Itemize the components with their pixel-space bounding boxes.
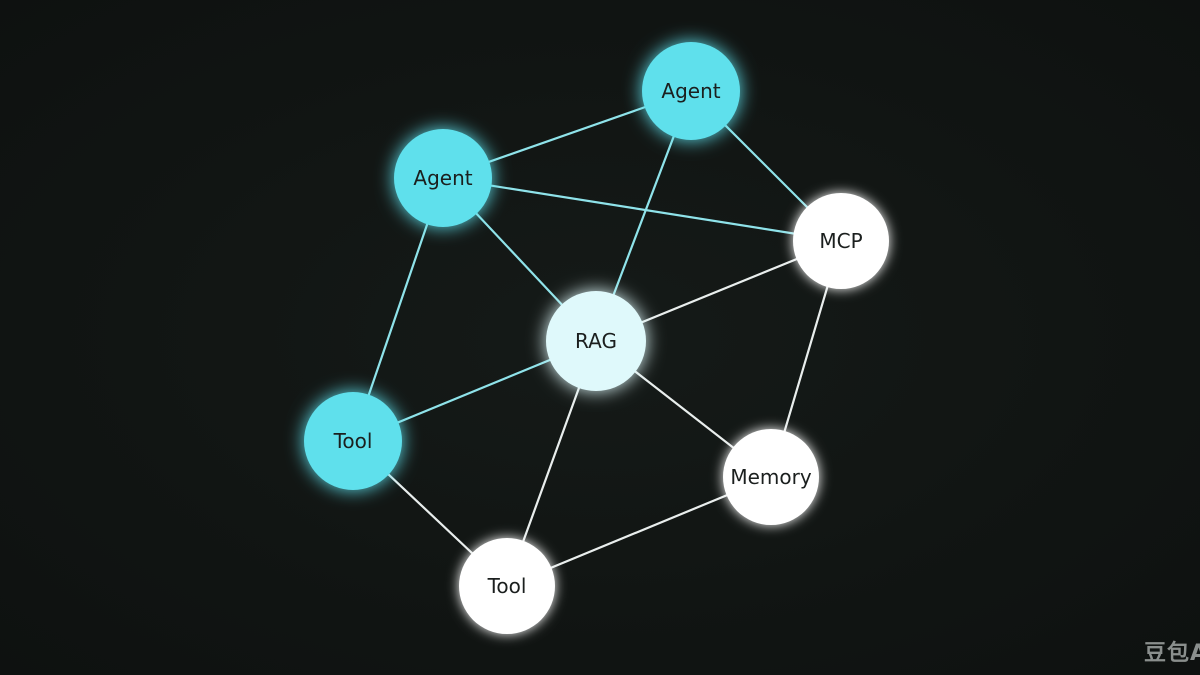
node-label: Tool <box>487 574 527 598</box>
node-label: Memory <box>730 465 812 489</box>
edge-agent-left-mcp <box>441 176 843 243</box>
node-label: Agent <box>413 166 472 190</box>
node-circle <box>642 42 740 140</box>
node-circle <box>394 129 492 227</box>
watermark-logo: 豆包AI <box>1144 641 1200 665</box>
node-memory[interactable]: Memory <box>723 429 819 525</box>
node-mcp[interactable]: MCP <box>793 193 889 289</box>
node-tool-left[interactable]: Tool <box>304 392 402 490</box>
node-agent-left[interactable]: Agent <box>394 129 492 227</box>
node-agent-top[interactable]: Agent <box>642 42 740 140</box>
node-circle <box>793 193 889 289</box>
node-rag[interactable]: RAG <box>546 291 646 391</box>
node-circle <box>304 392 402 490</box>
node-tool-bottom[interactable]: Tool <box>459 538 555 634</box>
node-label: RAG <box>575 329 617 353</box>
node-circle <box>723 429 819 525</box>
node-label: Agent <box>661 79 720 103</box>
node-circle <box>546 291 646 391</box>
node-label: MCP <box>819 229 862 253</box>
node-label: Tool <box>333 429 373 453</box>
node-circle <box>459 538 555 634</box>
